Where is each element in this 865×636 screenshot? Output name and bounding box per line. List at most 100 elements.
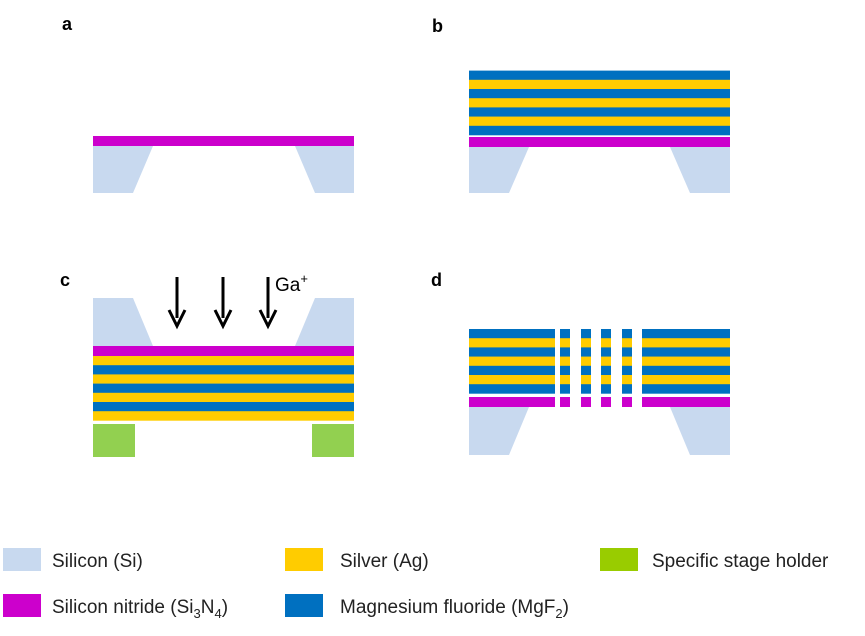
magnesium-fluoride-layer bbox=[581, 347, 591, 357]
magnesium-fluoride-layer bbox=[581, 384, 591, 394]
silver-layer bbox=[93, 356, 354, 366]
legend-item-silicon-nitride: Silicon nitride (Si3N4) bbox=[3, 594, 228, 621]
panel-label-d: d bbox=[431, 270, 442, 290]
magnesium-fluoride-layer bbox=[601, 329, 611, 339]
silver-layer bbox=[622, 338, 632, 348]
ion-beam-label: Ga+ bbox=[275, 271, 308, 296]
legend-swatch-silicon-nitride bbox=[3, 594, 41, 617]
magnesium-fluoride-layer bbox=[642, 347, 730, 357]
silicon-support-right bbox=[295, 298, 354, 346]
magnesium-fluoride-layer bbox=[560, 329, 570, 339]
silicon-support-left bbox=[93, 146, 153, 193]
panel-label-c: c bbox=[60, 270, 70, 290]
silicon-nitride-membrane bbox=[93, 346, 354, 356]
magnesium-fluoride-layer bbox=[93, 365, 354, 375]
legend-label-magnesium-fluoride: Magnesium fluoride (MgF2) bbox=[340, 597, 569, 621]
down-arrow-icon bbox=[167, 277, 187, 330]
multilayer-stack bbox=[93, 356, 354, 421]
silver-layer bbox=[601, 375, 611, 385]
magnesium-fluoride-layer bbox=[469, 365, 555, 376]
silver-layer bbox=[642, 356, 730, 367]
silver-layer bbox=[622, 375, 632, 385]
legend-label-silicon-nitride: Silicon nitride (Si3N4) bbox=[52, 597, 228, 621]
magnesium-fluoride-layer bbox=[622, 329, 632, 339]
silicon-nitride-membrane bbox=[581, 397, 591, 407]
silicon-nitride-membrane bbox=[622, 397, 632, 407]
silicon-nitride-membrane bbox=[469, 137, 730, 147]
stage-holder-left bbox=[93, 424, 135, 457]
silver-layer bbox=[581, 375, 591, 385]
magnesium-fluoride-layer bbox=[622, 347, 632, 357]
silicon-support-right bbox=[670, 407, 730, 455]
down-arrow-icon bbox=[258, 277, 278, 330]
panel-a bbox=[93, 136, 354, 193]
magnesium-fluoride-layer bbox=[601, 347, 611, 357]
silver-layer bbox=[560, 338, 570, 348]
panel-label-a: a bbox=[62, 14, 73, 34]
magnesium-fluoride-layer bbox=[622, 384, 632, 394]
magnesium-fluoride-layer bbox=[581, 365, 591, 376]
silver-layer bbox=[581, 356, 591, 367]
stage-holder-right bbox=[312, 424, 354, 457]
legend-item-silver: Silver (Ag) bbox=[285, 548, 429, 572]
legend-swatch-silicon bbox=[3, 548, 41, 571]
silver-layer bbox=[469, 116, 730, 127]
multilayer-stack bbox=[469, 70, 730, 136]
panel-label-b: b bbox=[432, 16, 443, 36]
silver-layer bbox=[469, 338, 555, 348]
silver-layer bbox=[581, 338, 591, 348]
silicon-nitride-membrane bbox=[642, 397, 730, 407]
milled-multilayer-stack bbox=[469, 329, 730, 407]
silver-layer bbox=[93, 374, 354, 384]
legend-swatch-silver bbox=[285, 548, 323, 571]
magnesium-fluoride-layer bbox=[93, 383, 354, 394]
legend-swatch-magnesium-fluoride bbox=[285, 594, 323, 617]
magnesium-fluoride-layer bbox=[560, 365, 570, 376]
silicon-nitride-membrane bbox=[93, 136, 354, 146]
silicon-support-left bbox=[469, 407, 529, 455]
magnesium-fluoride-layer bbox=[469, 329, 555, 339]
magnesium-fluoride-layer bbox=[469, 107, 730, 117]
silicon-nitride-membrane bbox=[560, 397, 570, 407]
legend-label-stage-holder: Specific stage holder bbox=[652, 551, 829, 572]
silver-layer bbox=[642, 338, 730, 348]
panel-b bbox=[469, 70, 730, 193]
magnesium-fluoride-layer bbox=[622, 365, 632, 376]
magnesium-fluoride-layer bbox=[469, 70, 730, 81]
silicon-support-left bbox=[469, 147, 529, 193]
magnesium-fluoride-layer bbox=[560, 384, 570, 394]
silver-layer bbox=[642, 375, 730, 385]
legend-item-stage-holder: Specific stage holder bbox=[600, 548, 829, 572]
magnesium-fluoride-layer bbox=[560, 347, 570, 357]
silicon-nitride-membrane bbox=[601, 397, 611, 407]
silicon-support-right bbox=[295, 146, 354, 193]
silver-layer bbox=[601, 338, 611, 348]
magnesium-fluoride-layer bbox=[93, 402, 354, 412]
magnesium-fluoride-layer bbox=[469, 89, 730, 99]
silver-layer bbox=[93, 411, 354, 421]
magnesium-fluoride-layer bbox=[642, 329, 730, 339]
silver-layer bbox=[93, 392, 354, 403]
silver-layer bbox=[469, 356, 555, 367]
silver-layer bbox=[560, 356, 570, 367]
legend-swatch-stage-holder bbox=[600, 548, 638, 571]
silicon-support-left bbox=[93, 298, 153, 346]
legend-label-silicon: Silicon (Si) bbox=[52, 551, 143, 572]
magnesium-fluoride-layer bbox=[601, 365, 611, 376]
silver-layer bbox=[469, 98, 730, 108]
panel-d bbox=[469, 329, 730, 455]
magnesium-fluoride-layer bbox=[469, 347, 555, 357]
legend-item-magnesium-fluoride: Magnesium fluoride (MgF2) bbox=[285, 594, 569, 621]
ion-beam-arrows bbox=[167, 277, 278, 330]
silver-layer bbox=[560, 375, 570, 385]
magnesium-fluoride-layer bbox=[642, 384, 730, 394]
magnesium-fluoride-layer bbox=[469, 384, 555, 394]
silver-layer bbox=[622, 356, 632, 367]
silicon-nitride-membrane bbox=[469, 397, 555, 407]
silver-layer bbox=[469, 375, 555, 385]
legend-label-silver: Silver (Ag) bbox=[340, 551, 429, 572]
panel-c: Ga+ bbox=[93, 271, 354, 457]
legend-item-silicon: Silicon (Si) bbox=[3, 548, 143, 572]
magnesium-fluoride-layer bbox=[469, 125, 730, 136]
